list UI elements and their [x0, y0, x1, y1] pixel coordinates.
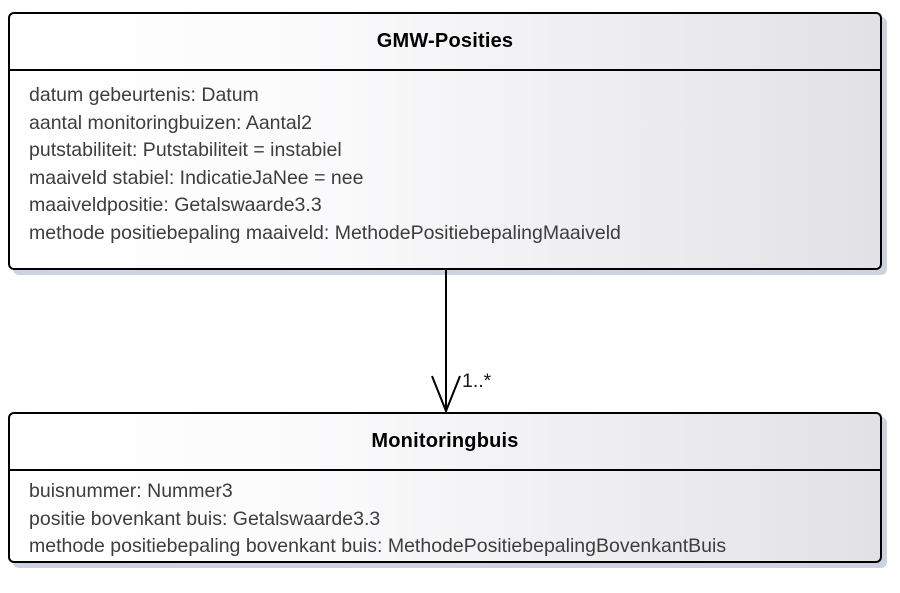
- class-attributes-monitoringbuis: buisnummer: Nummer3 positie bovenkant bu…: [10, 471, 880, 561]
- class-attribute: maaiveld stabiel: IndicatieJaNee = nee: [29, 166, 364, 189]
- association-arrow: [431, 270, 461, 414]
- multiplicity-label: 1..*: [462, 370, 492, 392]
- class-box-gmw-posities: GMW-Posities datum gebeurtenis: Datum aa…: [8, 12, 882, 270]
- class-box-monitoringbuis: Monitoringbuis buisnummer: Nummer3 posit…: [8, 412, 882, 563]
- class-attributes-gmw-posities: datum gebeurtenis: Datum aantal monitori…: [10, 71, 880, 248]
- class-attribute: aantal monitoringbuizen: Aantal2: [29, 111, 312, 134]
- class-title-gmw-posities: GMW-Posities: [10, 14, 880, 71]
- class-attribute: maaiveldpositie: Getalswaarde3.3: [29, 194, 322, 217]
- class-attribute: methode positiebepaling bovenkant buis: …: [29, 535, 727, 558]
- class-attribute: datum gebeurtenis: Datum: [29, 84, 259, 106]
- open-arrowhead-icon: [431, 375, 461, 414]
- class-attribute: buisnummer: Nummer3: [29, 480, 233, 502]
- class-title-monitoringbuis: Monitoringbuis: [10, 414, 880, 471]
- class-attribute: positie bovenkant buis: Getalswaarde3.3: [29, 507, 381, 530]
- class-attribute: methode positiebepaling maaiveld: Method…: [29, 221, 621, 244]
- class-attribute: putstabiliteit: Putstabiliteit = instabi…: [29, 139, 342, 162]
